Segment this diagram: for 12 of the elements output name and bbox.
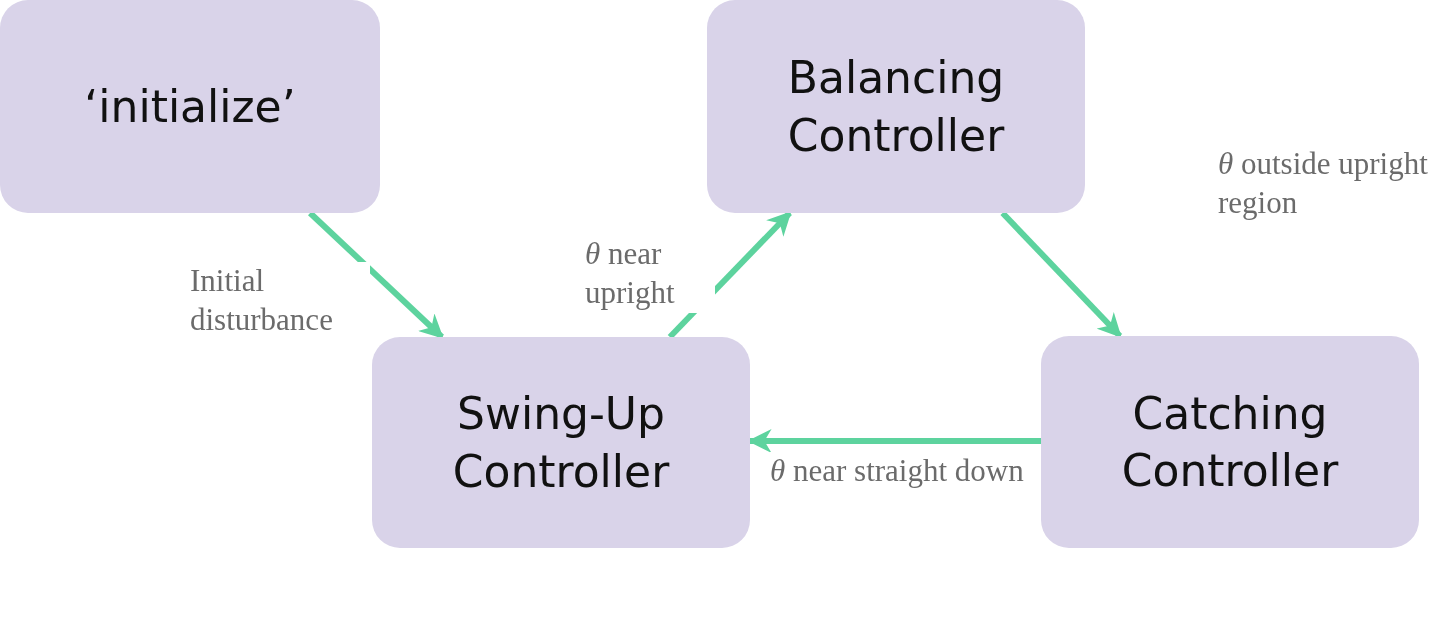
rounded-box <box>707 0 1085 213</box>
node-text: Catching Controller <box>1120 386 1340 498</box>
edge-label: θ near straight down <box>770 452 1024 491</box>
arrow <box>667 210 792 340</box>
arrow <box>1000 210 1123 339</box>
node-text: Balancing Controller <box>786 51 1006 163</box>
rounded-box <box>372 337 750 548</box>
rounded-box <box>1041 336 1419 548</box>
rounded-box <box>0 0 380 213</box>
arrow <box>308 210 444 340</box>
node-text: ‘initialize’ <box>84 79 296 134</box>
node-text: Swing-Up Controller <box>451 387 671 499</box>
